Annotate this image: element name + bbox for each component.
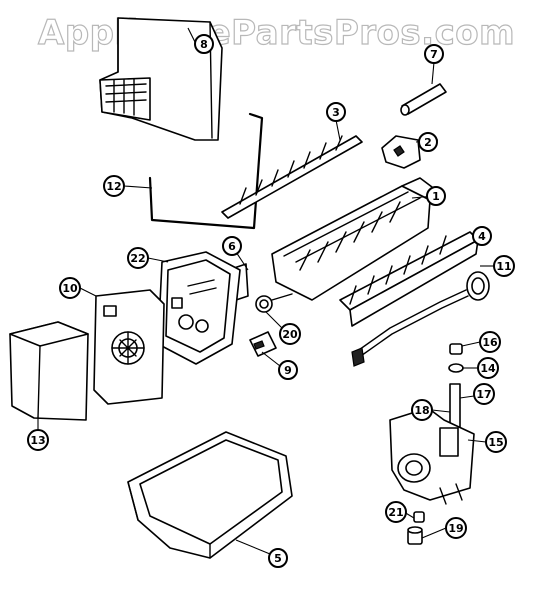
part-11-fill-cup bbox=[351, 271, 490, 367]
callout-9: 9 bbox=[278, 360, 298, 380]
svg-text:7: 7 bbox=[430, 48, 438, 61]
svg-text:5: 5 bbox=[274, 552, 282, 565]
watermark-text: AppliancePartsPros.com bbox=[38, 13, 515, 53]
callout-1: 1 bbox=[426, 186, 446, 206]
part-15-water-valve bbox=[389, 407, 475, 505]
svg-text:19: 19 bbox=[448, 522, 463, 535]
part-22-control-housing bbox=[157, 251, 241, 365]
svg-text:22: 22 bbox=[130, 252, 145, 265]
svg-text:4: 4 bbox=[478, 230, 486, 243]
callout-18: 18 bbox=[411, 399, 433, 421]
part-16-cap bbox=[449, 343, 463, 355]
callout-17: 17 bbox=[473, 383, 495, 405]
callout-20: 20 bbox=[279, 323, 301, 345]
svg-text:13: 13 bbox=[30, 434, 45, 447]
callout-22: 22 bbox=[127, 247, 149, 269]
svg-text:14: 14 bbox=[480, 362, 496, 375]
svg-text:16: 16 bbox=[482, 336, 498, 349]
svg-text:12: 12 bbox=[106, 180, 121, 193]
callout-11: 11 bbox=[493, 255, 515, 277]
part-9-bracket bbox=[249, 331, 277, 357]
part-4-heater bbox=[339, 231, 479, 327]
part-3-ejector bbox=[221, 135, 363, 219]
callout-6-upper: 6 bbox=[222, 236, 242, 256]
callout-3: 3 bbox=[326, 102, 346, 122]
callout-14: 14 bbox=[477, 357, 499, 379]
callout-5: 5 bbox=[268, 548, 288, 568]
svg-text:10: 10 bbox=[62, 282, 78, 295]
callout-16: 16 bbox=[479, 331, 501, 353]
part-5-ice-bin bbox=[127, 431, 293, 559]
callout-4: 4 bbox=[472, 226, 492, 246]
part-19-sleeve bbox=[407, 526, 423, 545]
svg-text:18: 18 bbox=[414, 404, 429, 417]
part-21-grommet bbox=[413, 511, 425, 523]
part-7-tube bbox=[400, 83, 447, 116]
svg-text:9: 9 bbox=[284, 364, 292, 377]
svg-text:11: 11 bbox=[496, 260, 511, 273]
svg-text:15: 15 bbox=[488, 436, 503, 449]
part-2-bracket bbox=[381, 135, 421, 169]
callout-12: 12 bbox=[103, 175, 125, 197]
svg-text:21: 21 bbox=[388, 506, 403, 519]
callout-13: 13 bbox=[27, 429, 49, 451]
svg-text:8: 8 bbox=[200, 38, 208, 51]
svg-text:20: 20 bbox=[282, 328, 298, 341]
part-13-cover bbox=[9, 321, 89, 421]
svg-text:17: 17 bbox=[476, 388, 491, 401]
part-14-ring bbox=[448, 363, 464, 373]
callout-7: 7 bbox=[424, 44, 444, 64]
part-10-motor-plate bbox=[93, 289, 165, 405]
svg-text:1: 1 bbox=[432, 190, 440, 203]
callout-19: 19 bbox=[445, 517, 467, 539]
callout-2: 2 bbox=[418, 132, 438, 152]
part-12-bail-wire bbox=[148, 112, 264, 230]
svg-text:2: 2 bbox=[424, 136, 432, 149]
part-20-thermostat bbox=[255, 293, 293, 313]
callout-10: 10 bbox=[59, 277, 81, 299]
callout-21: 21 bbox=[385, 501, 407, 523]
callout-8: 8 bbox=[194, 34, 214, 54]
svg-text:3: 3 bbox=[332, 106, 340, 119]
svg-text:6: 6 bbox=[228, 240, 236, 253]
callout-15: 15 bbox=[485, 431, 507, 453]
